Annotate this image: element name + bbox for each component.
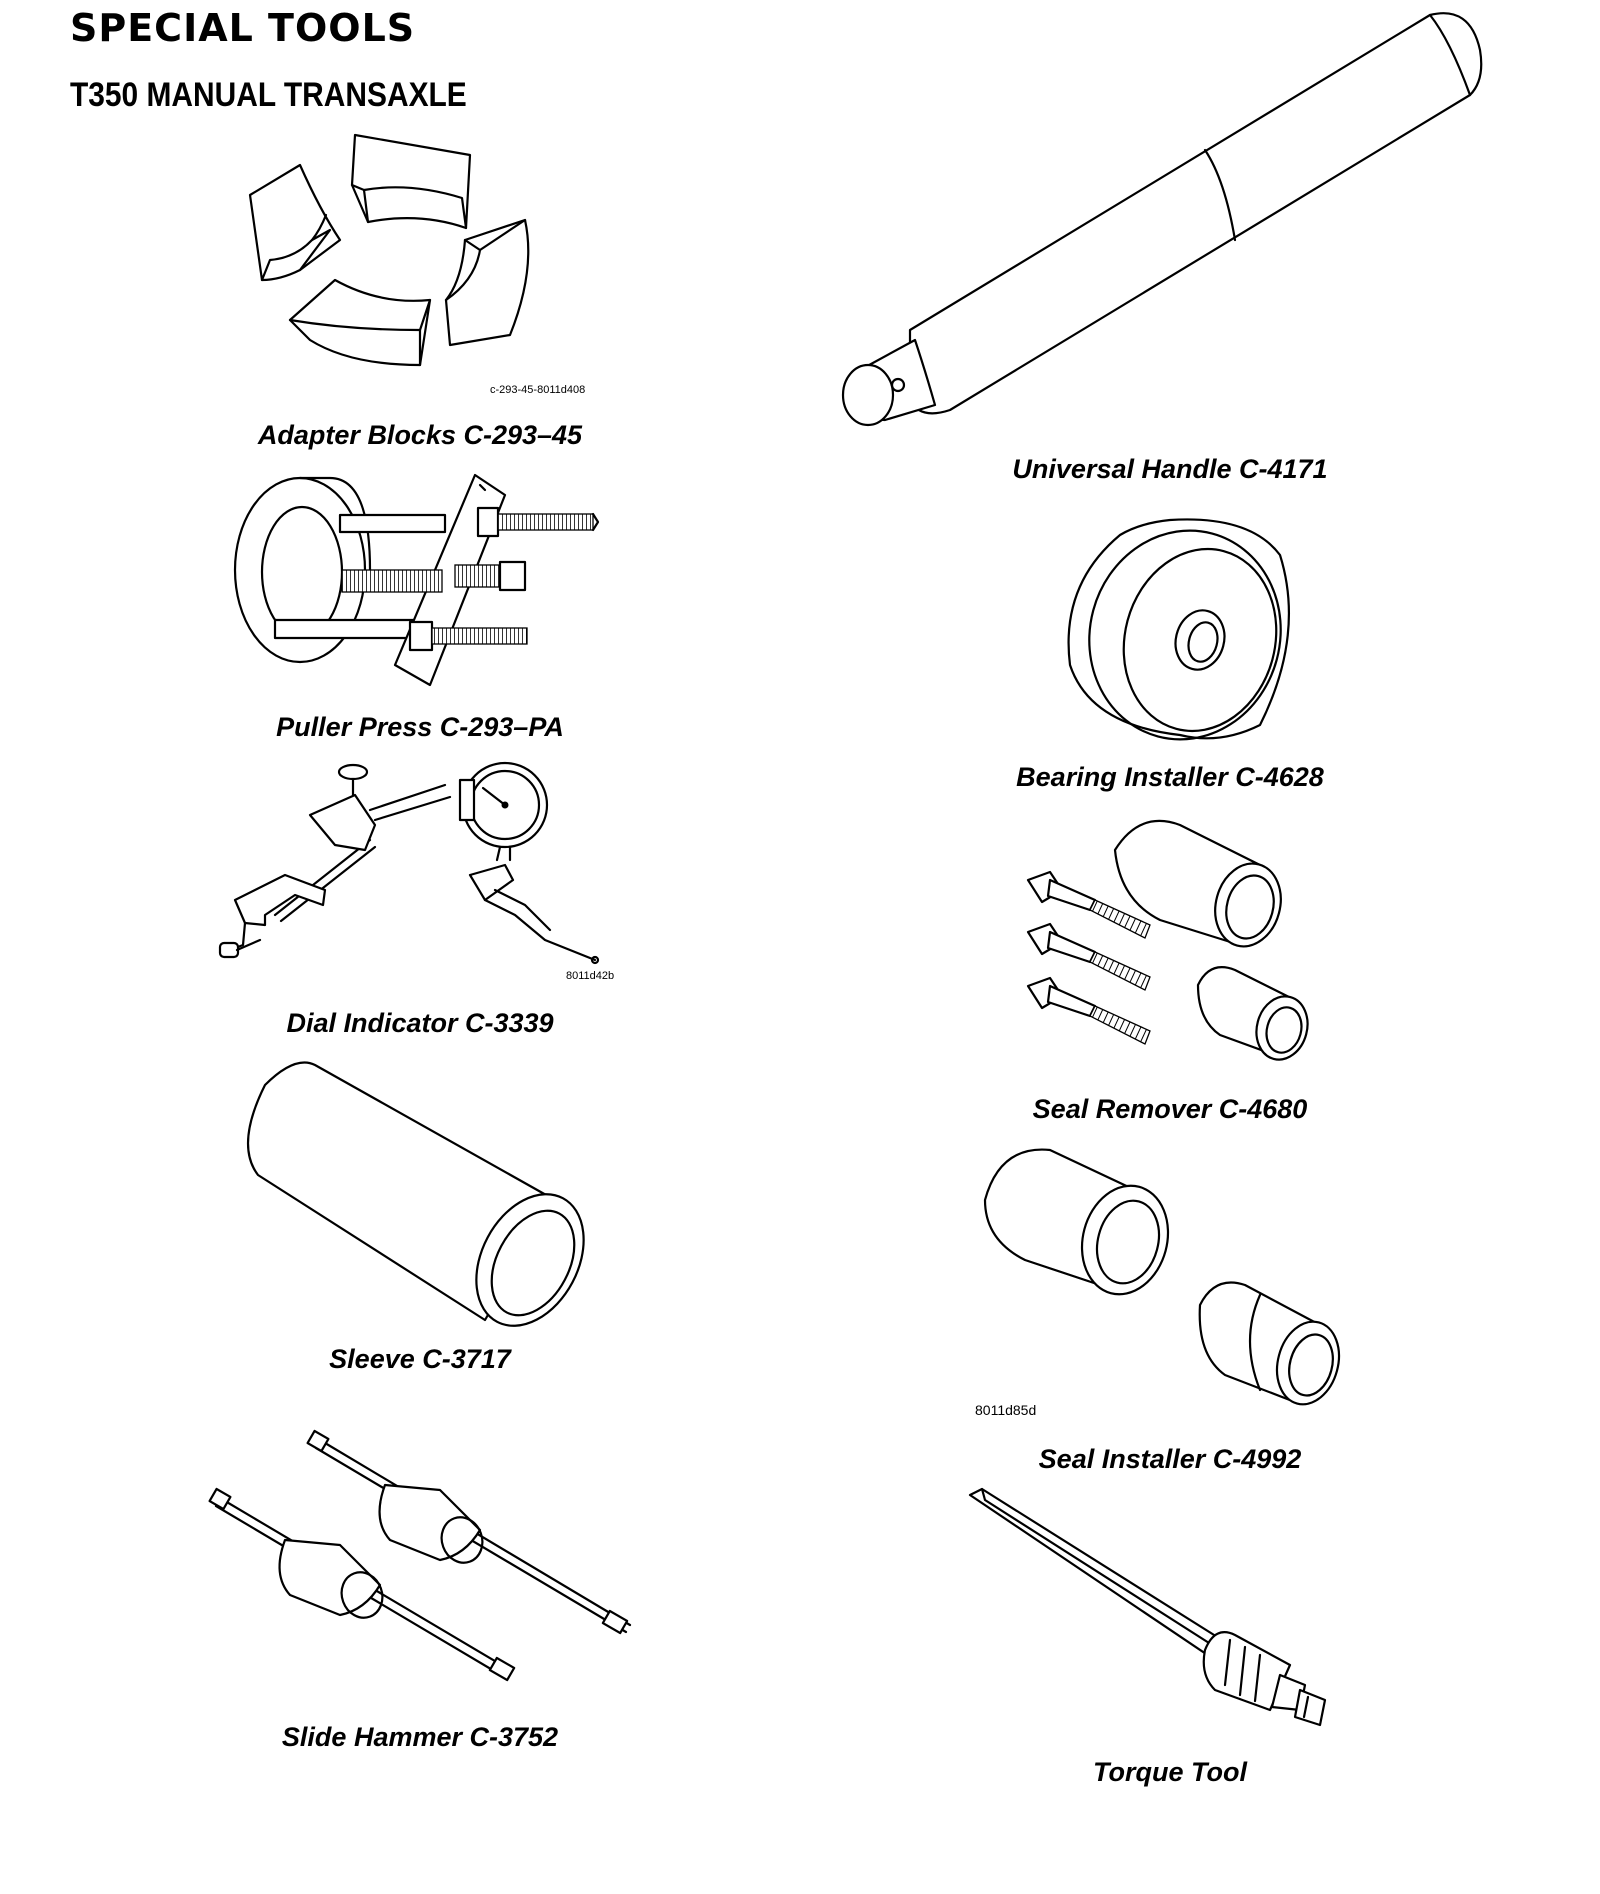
slide-hammer-icon xyxy=(208,1429,632,1682)
seal-installer-icon xyxy=(983,1148,1341,1406)
universal-handle-icon xyxy=(841,12,1483,427)
torque-tool-caption: Torque Tool xyxy=(1093,1757,1247,1787)
bearing-installer-icon xyxy=(1067,518,1291,741)
seal-installer-figure-code: 8011d85d xyxy=(975,1402,1037,1418)
adapter-blocks-figure-code: c-293-45-8011d408 xyxy=(490,384,586,396)
slide-hammer-caption: Slide Hammer C-3752 xyxy=(281,1722,559,1752)
dial-indicator-icon xyxy=(218,761,600,965)
seal-installer-caption: Seal Installer C-4992 xyxy=(1038,1444,1302,1474)
dial-indicator-caption: Dial Indicator C-3339 xyxy=(286,1008,554,1038)
sleeve-icon xyxy=(246,1061,585,1327)
torque-tool-icon xyxy=(968,1487,1327,1727)
adapter-blocks-icon xyxy=(248,133,530,367)
seal-remover-caption: Seal Remover C-4680 xyxy=(1032,1094,1308,1124)
adapter-blocks-caption: Adapter Blocks C-293–45 xyxy=(257,420,583,450)
puller-press-icon xyxy=(233,473,600,687)
puller-press-caption: Puller Press C-293–PA xyxy=(276,712,564,742)
bearing-installer-caption: Bearing Installer C-4628 xyxy=(1016,762,1324,792)
seal-remover-icon xyxy=(1026,819,1309,1061)
page-subtitle: T350 MANUAL TRANSAXLE xyxy=(70,76,467,114)
dial-indicator-figure-code: 8011d42b xyxy=(566,970,615,982)
universal-handle-caption: Universal Handle C-4171 xyxy=(1012,454,1328,484)
sleeve-caption: Sleeve C-3717 xyxy=(329,1344,511,1374)
page-title: SPECIAL TOOLS xyxy=(70,6,416,50)
